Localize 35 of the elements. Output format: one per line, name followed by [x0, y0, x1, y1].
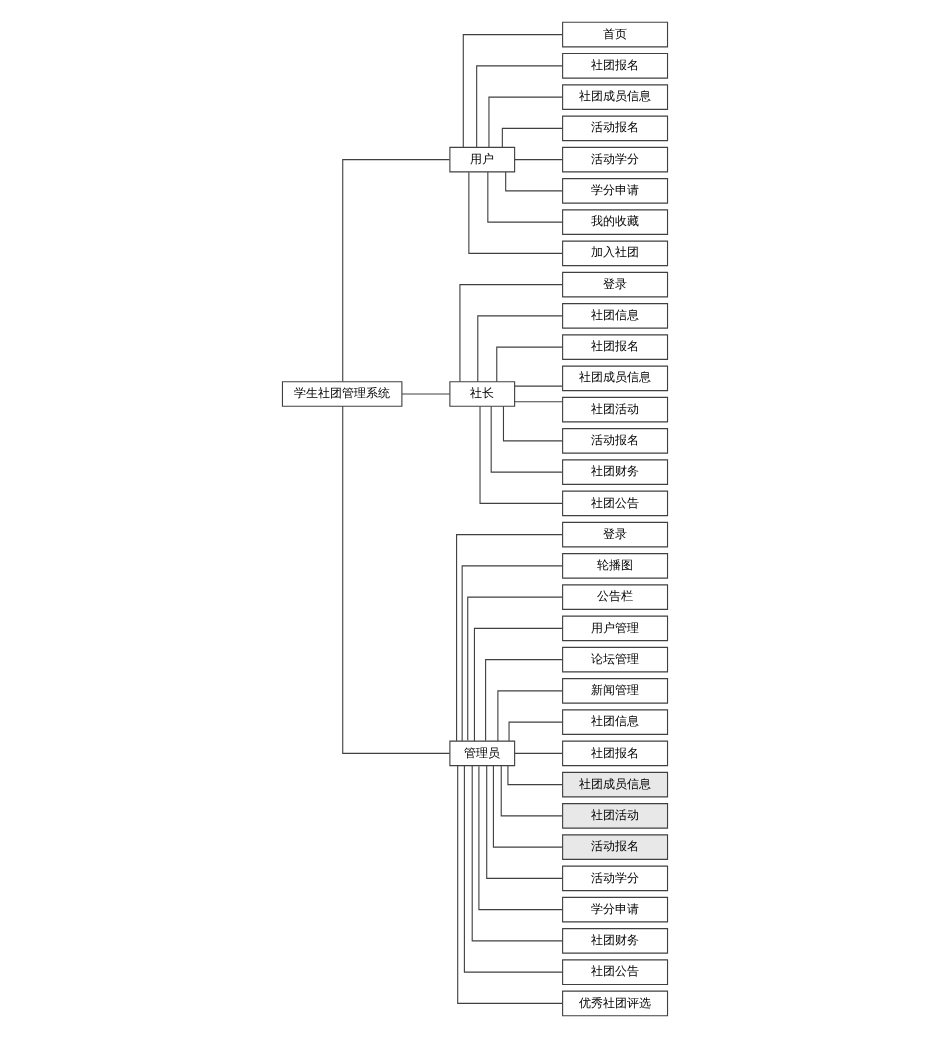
connector [341, 159, 450, 382]
connector [472, 627, 562, 742]
connector [476, 315, 562, 382]
connector [484, 659, 562, 742]
connector [485, 765, 563, 879]
connector [470, 765, 562, 942]
connector [489, 406, 563, 473]
connector [341, 405, 450, 754]
connector [513, 159, 562, 161]
connector [467, 171, 562, 254]
connector [507, 721, 562, 742]
connector [500, 127, 562, 148]
connector [458, 284, 563, 382]
connector [462, 765, 562, 973]
connector [466, 596, 562, 742]
connector [496, 690, 562, 742]
connector [477, 765, 562, 911]
connector [501, 405, 563, 442]
connector [478, 406, 563, 504]
connector [475, 65, 562, 148]
connector [461, 34, 562, 148]
connector [504, 171, 562, 192]
connector [506, 765, 562, 786]
connector [513, 385, 562, 387]
connector [455, 534, 562, 742]
connector [495, 346, 563, 383]
connector [491, 765, 562, 848]
connector [487, 96, 562, 148]
connector [456, 765, 562, 1004]
connector [486, 171, 563, 223]
connector [460, 565, 562, 742]
connector [499, 765, 563, 817]
connector [513, 401, 562, 403]
connector [400, 393, 450, 395]
connector [513, 752, 562, 754]
